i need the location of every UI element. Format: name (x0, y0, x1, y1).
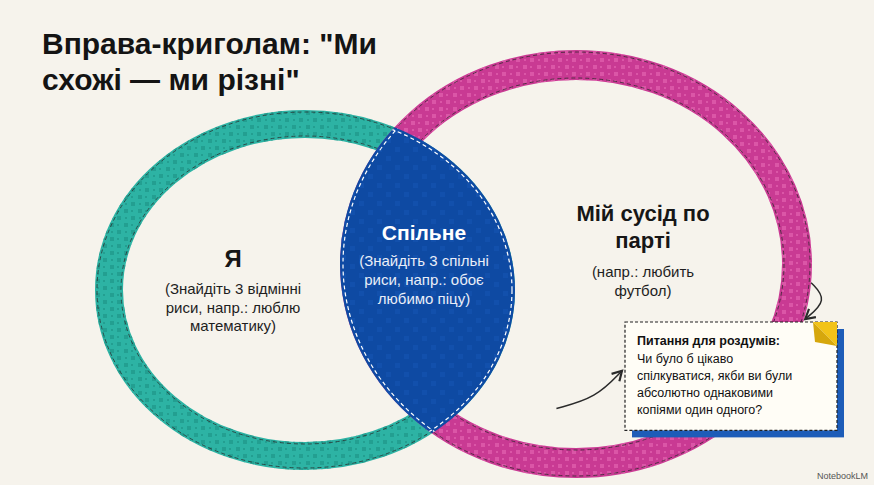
circle-heading: Я (163, 244, 303, 274)
text-block: Спільне (Знайдіть 3 спільні риси, напр.: … (359, 220, 489, 309)
circle-body: (напр.: любить футбол) (573, 263, 713, 301)
circle-body: (Знайдіть 3 відмінні риси, напр.: люблю … (163, 280, 303, 336)
text-block: Я (Знайдіть 3 відмінні риси, напр.: люблю… (163, 244, 303, 336)
diagram-title: Вправа-криголам: "Ми схожі — ми різні" (42, 26, 422, 98)
watermark: NotebookLM (817, 471, 868, 481)
venn-overlap: Спільне (Знайдіть 3 спільні риси, напр.: … (330, 100, 525, 480)
overlap-body: (Знайдіть 3 спільні риси, напр.: обоє лю… (359, 252, 489, 308)
overlap-heading: Спільне (359, 220, 489, 246)
note-body: Чи було б цікаво спілкуватися, якби ви б… (637, 351, 813, 419)
text-block: Питання для роздумів:Чи було б цікаво сп… (625, 322, 837, 430)
circle-heading: Мій сусід по парті (573, 200, 713, 255)
text-block: Мій сусід по парті (напр.: любить футбол) (573, 200, 713, 301)
note-heading: Питання для роздумів: (637, 333, 813, 350)
callout-arrow (556, 371, 622, 409)
note-card: Питання для роздумів:Чи було б цікаво сп… (625, 322, 837, 430)
callout-arrow (805, 283, 821, 319)
